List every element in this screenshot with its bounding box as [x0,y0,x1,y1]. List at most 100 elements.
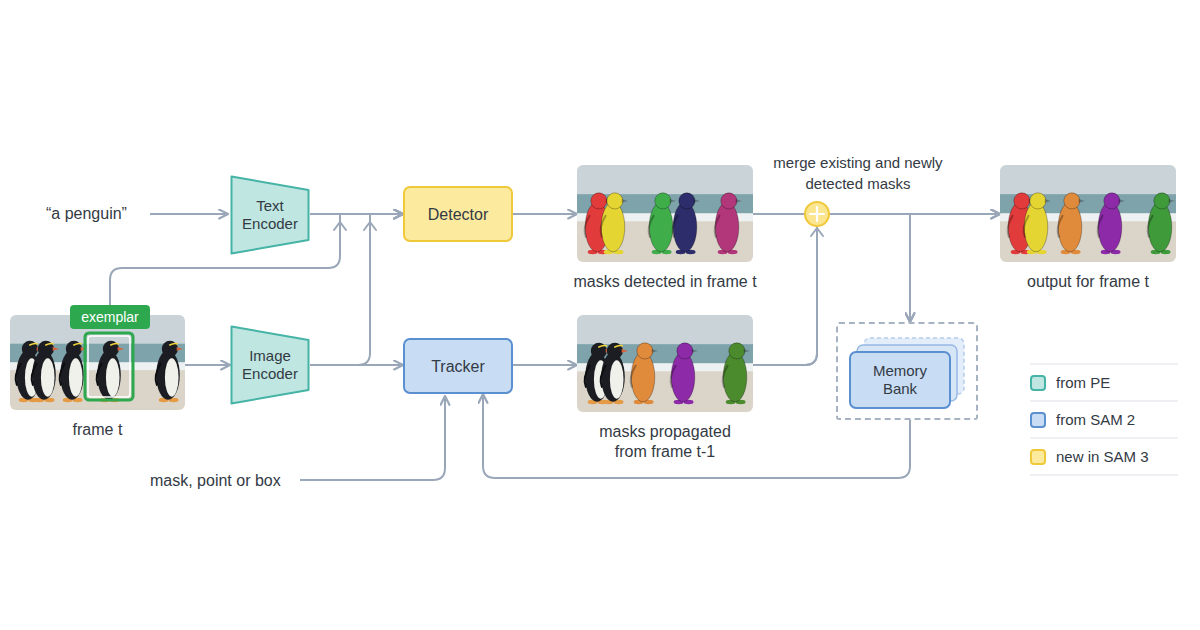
penguin-beak [744,349,750,353]
legend-rule [1030,438,1178,439]
penguin-head [1030,193,1046,209]
penguin-body [156,350,180,400]
penguin-flipper [723,366,728,387]
image-caption: frame t [43,420,153,440]
memory-card-area: Memory Bank [850,352,950,408]
photo-scene [577,315,753,412]
penguin-head [103,341,119,357]
penguin-beak [1045,199,1051,203]
penguin-beak [670,199,676,203]
photo-sky [577,315,753,344]
penguin-flipper [601,216,606,237]
connector [185,364,230,366]
penguin-flipper [1024,216,1029,237]
merge-note: merge existing and newly detected masks [773,152,943,194]
penguin-flipper [585,366,590,387]
penguin-head [1154,193,1170,209]
penguin-body [1058,202,1082,252]
penguin-head [162,341,178,357]
legend-rule [1030,401,1178,402]
penguin-belly [165,358,179,396]
penguin-body [601,202,625,252]
penguin-crest [598,346,607,348]
penguin-head [591,193,607,209]
penguin-flipper [673,216,678,237]
merge-symbol [805,202,829,226]
prompt-arrow [300,396,445,480]
penguin-flipper [649,216,654,237]
penguin-crest [169,344,178,346]
penguin-body [1148,202,1172,252]
penguin-body [97,350,121,400]
block-label: Text Encoder [230,175,310,255]
legend-swatch [1030,412,1046,428]
penguin-belly [106,358,120,396]
penguin-body [673,202,697,252]
encoder-block: Image Encoder [230,325,310,405]
penguin-flipper [585,216,590,237]
legend-swatch [1030,449,1046,465]
image-frame [577,315,753,412]
detector-box: Detector [403,186,513,242]
penguin-flipper [16,364,21,385]
connector [753,214,910,322]
penguin-head [1104,193,1120,209]
image-frame [10,315,185,410]
penguin-flipper [1148,216,1153,237]
mask-image: masks propagated from frame t-1 [577,315,753,412]
memory-bank: Memory Bank [836,322,978,420]
penguin-flipper [671,366,676,387]
photo-scene [10,315,185,410]
block-label: Memory Bank [850,352,950,408]
penguin-flipper [1098,216,1103,237]
photo-sky [577,165,753,194]
penguin-crest [614,346,623,348]
penguin-head [591,343,607,359]
penguin-body [671,352,695,402]
penguin-beak [53,347,59,351]
image-caption: masks detected in frame t [535,272,795,292]
tag-label: exemplar [70,305,150,329]
legend-label: from PE [1056,373,1110,393]
tracker-box: Tracker [403,338,513,394]
penguin-body [1098,202,1122,252]
penguin-head [679,193,695,209]
penguin-flipper [1058,216,1063,237]
penguin-flipper [156,364,161,385]
connector [310,214,403,365]
block-label: Tracker [405,340,511,392]
penguin-body [60,350,84,400]
encoder-block: Text Encoder [230,175,310,255]
connector [513,213,577,215]
penguin-head [38,341,54,357]
penguin-belly [41,358,55,396]
penguin-body [723,352,747,402]
image-caption: output for frame t [988,272,1188,292]
penguin-head [637,343,653,359]
memory-card [850,352,950,408]
output-image: output for frame t [1000,165,1176,262]
legend-rule [1030,475,1178,476]
connector [310,364,403,366]
penguin-body [631,352,655,402]
penguin-head [607,343,623,359]
penguin-crest [45,344,54,346]
penguin-head [729,343,745,359]
exemplar-tag: exemplar [70,305,150,329]
penguin-body [649,202,673,252]
penguin-head [607,193,623,209]
prompt-text: “a penguin” [46,203,156,225]
penguin-beak [622,349,628,353]
penguin-head [721,193,737,209]
penguin-beak [622,199,628,203]
penguin-body [601,352,625,402]
penguin-beak [1119,199,1125,203]
penguin-beak [736,199,742,203]
penguin-beak [694,199,700,203]
penguin-flipper [601,366,606,387]
penguin-flipper [1008,216,1013,237]
penguin-beak [652,349,658,353]
legend-label: from SAM 2 [1056,410,1135,430]
merge-plus [810,207,824,221]
